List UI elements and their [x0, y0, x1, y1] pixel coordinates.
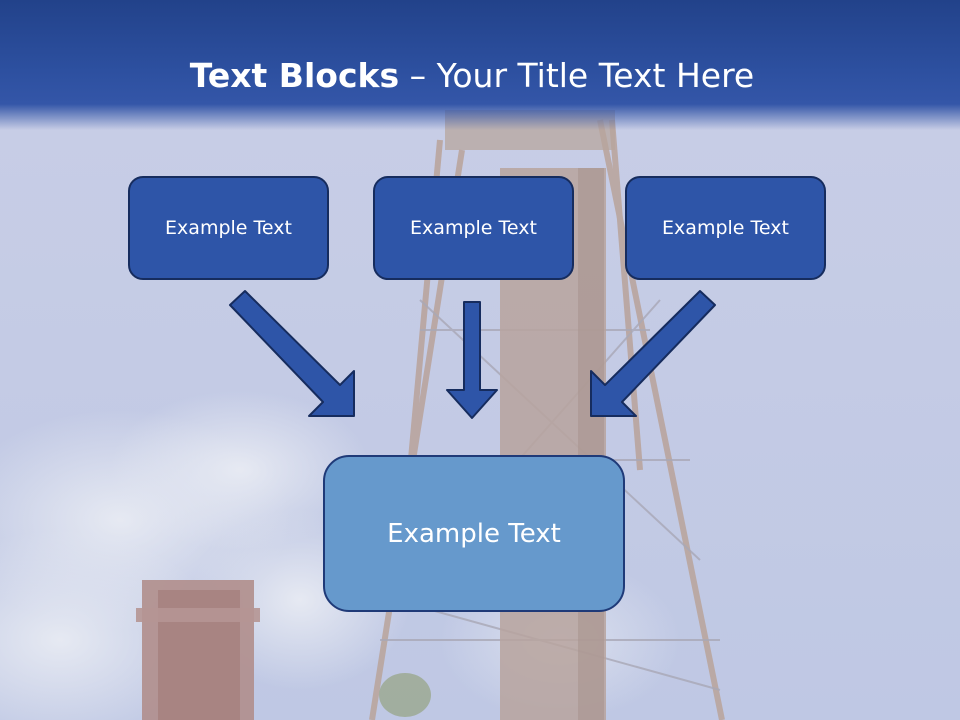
title-bold: Text Blocks [189, 56, 400, 95]
title-text: Your Title Text Here [436, 56, 755, 95]
text-block-3[interactable]: Example Text [625, 176, 826, 280]
text-block-3-label: Example Text [662, 217, 789, 239]
title-dash: – [399, 56, 437, 95]
title-bar [0, 0, 960, 130]
text-block-1[interactable]: Example Text [128, 176, 329, 280]
text-block-1-label: Example Text [165, 217, 292, 239]
main-text-block-label: Example Text [387, 518, 561, 549]
slide-title: Text Blocks – Your Title Text Here [0, 54, 944, 98]
main-text-block[interactable]: Example Text [323, 455, 625, 612]
text-block-2[interactable]: Example Text [373, 176, 574, 280]
text-block-2-label: Example Text [410, 217, 537, 239]
